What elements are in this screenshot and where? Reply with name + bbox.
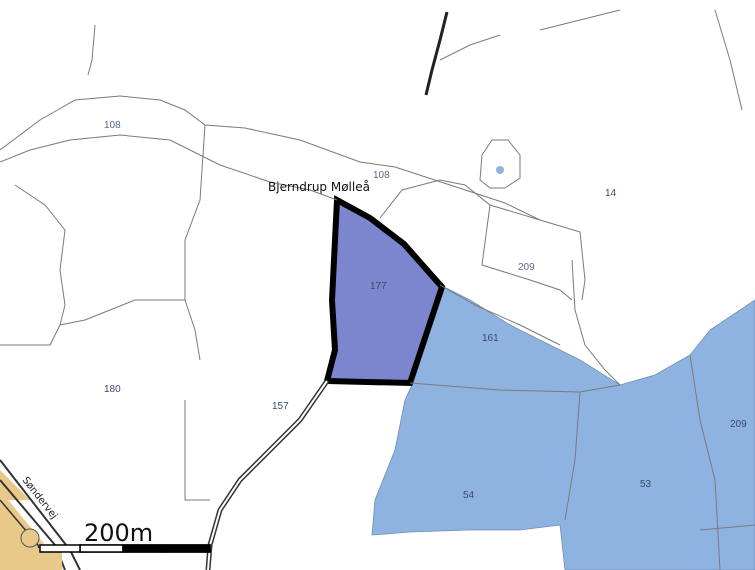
parcel-label-53: 53 <box>640 479 652 490</box>
parcel-labels: 108 108 14 209 177 161 180 157 54 53 209 <box>104 120 747 501</box>
inset-road-area <box>0 459 81 570</box>
parcel-label-209-east: 209 <box>730 419 747 430</box>
parcel-boundaries <box>0 9 755 570</box>
parcel-label-14: 14 <box>605 188 617 199</box>
parcel-label-108-east: 108 <box>373 170 390 181</box>
pond <box>479 139 521 189</box>
blue-area-regions <box>371 284 755 570</box>
parcel-label-161: 161 <box>482 333 499 344</box>
scale-bar: 200m <box>39 519 211 553</box>
dark-boundary-line <box>424 11 449 96</box>
road <box>205 379 330 570</box>
parcel-label-54: 54 <box>463 490 475 501</box>
place-name-label: Bjerndrup Mølleå <box>268 180 370 194</box>
parcel-label-209: 209 <box>518 262 535 273</box>
scale-label: 200m <box>84 519 153 547</box>
blue-area-main[interactable] <box>371 284 755 570</box>
parcel-label-108-west: 108 <box>104 120 121 131</box>
parcel-label-157: 157 <box>272 401 289 412</box>
parcel-label-177: 177 <box>370 281 387 292</box>
parcel-label-180: 180 <box>104 384 121 395</box>
